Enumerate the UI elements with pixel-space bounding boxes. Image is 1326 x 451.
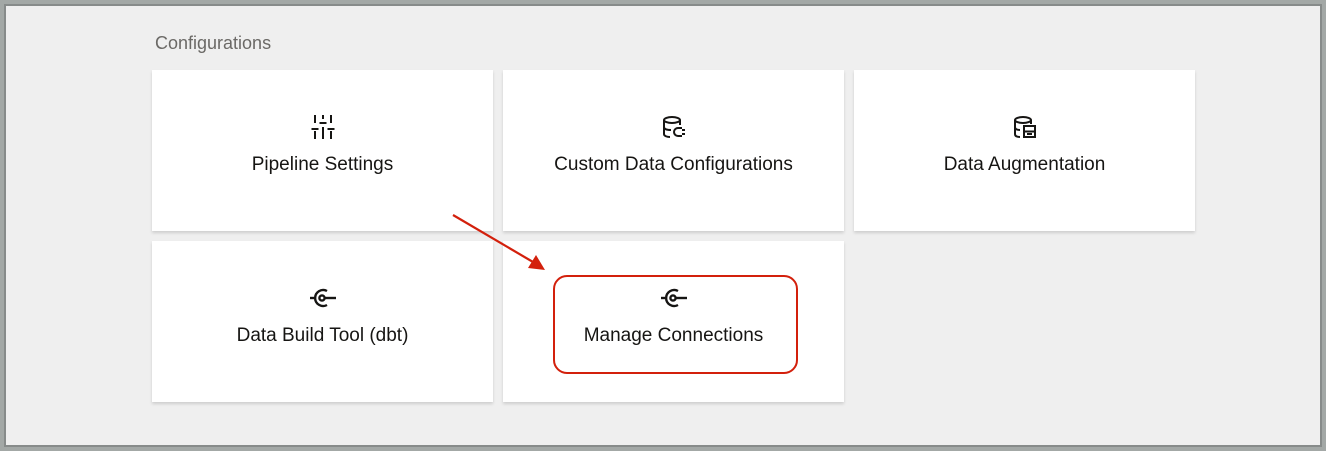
card-label: Data Augmentation bbox=[943, 154, 1106, 175]
card-label: Custom Data Configurations bbox=[554, 154, 793, 175]
card-data-augmentation[interactable]: Data Augmentation bbox=[854, 70, 1195, 231]
card-label: Pipeline Settings bbox=[251, 154, 394, 175]
connection-icon bbox=[309, 283, 336, 313]
card-custom-data-configurations[interactable]: Custom Data Configurations bbox=[503, 70, 844, 231]
database-plug-icon bbox=[662, 112, 686, 142]
connection-icon bbox=[660, 283, 687, 313]
card-data-build-tool[interactable]: Data Build Tool (dbt) bbox=[152, 241, 493, 402]
sliders-icon bbox=[311, 112, 335, 142]
card-pipeline-settings[interactable]: Pipeline Settings bbox=[152, 70, 493, 231]
database-table-icon bbox=[1013, 112, 1037, 142]
card-label: Manage Connections bbox=[583, 325, 764, 346]
section-title: Configurations bbox=[155, 33, 272, 53]
card-label: Data Build Tool (dbt) bbox=[236, 325, 409, 346]
card-manage-connections[interactable]: Manage Connections bbox=[503, 241, 844, 402]
